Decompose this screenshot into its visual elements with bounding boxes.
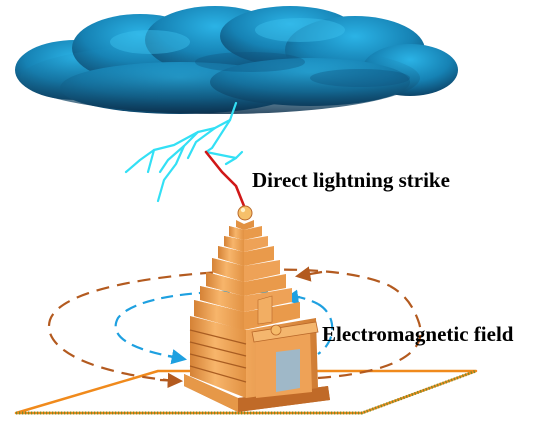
electromagnetic-field-label: Electromagnetic field (322, 322, 514, 346)
em-field-inner-front (317, 303, 334, 355)
temple-door (276, 349, 300, 392)
em-field-outer-arrow (294, 266, 323, 282)
em-field-outer-arrow-front (159, 372, 184, 389)
direct-strike-channel (204, 150, 246, 208)
lightning-bolt-icon (124, 101, 244, 203)
temple-finial (237, 205, 253, 221)
em-field-inner-arrow-front (167, 349, 188, 365)
ground-platform (14, 369, 478, 415)
temple-tower-icon (184, 205, 330, 412)
em-field-outer-front (317, 285, 422, 380)
storm-cloud-icon (15, 6, 458, 114)
em-field-outer-back (47, 268, 391, 383)
direct-lightning-strike-label: Direct lightning strike (252, 168, 450, 192)
